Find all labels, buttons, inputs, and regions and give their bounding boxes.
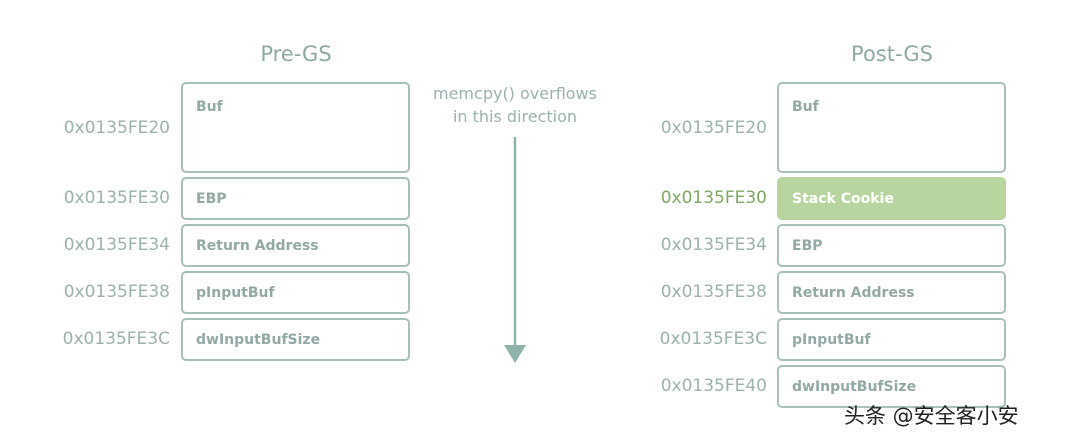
post-gs-slot-dwinputbufsize: dwInputBufSize [777, 365, 1006, 408]
post-gs-slot-stack-cookie: Stack Cookie [777, 177, 1006, 220]
pre-gs-slot-return-address: Return Address [181, 224, 410, 267]
post-gs-address-return: 0x0135FE38 [660, 282, 767, 302]
post-gs-address-buf: 0x0135FE20 [660, 118, 767, 138]
post-gs-address-ebp: 0x0135FE34 [660, 235, 767, 255]
overflow-caption: memcpy() overflows in this direction [414, 82, 616, 128]
overflow-direction-arrow-icon [504, 137, 526, 363]
post-gs-address-pinputbuf: 0x0135FE3C [659, 329, 767, 349]
post-gs-slot-return-address: Return Address [777, 271, 1006, 314]
pre-gs-slot-pinputbuf: pInputBuf [181, 271, 410, 314]
pre-gs-address-ebp: 0x0135FE30 [63, 188, 170, 208]
overflow-caption-line2: in this direction [452, 107, 578, 126]
post-gs-slot-buf: Buf [777, 82, 1006, 173]
post-gs-address-dwinputbufsize: 0x0135FE40 [660, 376, 767, 396]
pre-gs-slot-ebp: EBP [181, 177, 410, 220]
post-gs-slot-pinputbuf: pInputBuf [777, 318, 1006, 361]
pre-gs-address-return: 0x0135FE34 [63, 235, 170, 255]
pre-gs-address-buf: 0x0135FE20 [63, 118, 170, 138]
watermark: 头条 @安全客小安 [844, 404, 1019, 428]
pre-gs-address-pinputbuf: 0x0135FE38 [63, 282, 170, 302]
pre-gs-slot-dwinputbufsize: dwInputBufSize [181, 318, 410, 361]
pre-gs-address-dwinputbufsize: 0x0135FE3C [62, 329, 170, 349]
post-gs-slot-ebp: EBP [777, 224, 1006, 267]
post-gs-title: Post-GS [851, 42, 933, 66]
pre-gs-slot-buf: Buf [181, 82, 410, 173]
post-gs-address-stack-cookie: 0x0135FE30 [660, 188, 767, 208]
pre-gs-title: Pre-GS [260, 42, 332, 66]
overflow-caption-line1: memcpy() overflows [433, 84, 597, 103]
